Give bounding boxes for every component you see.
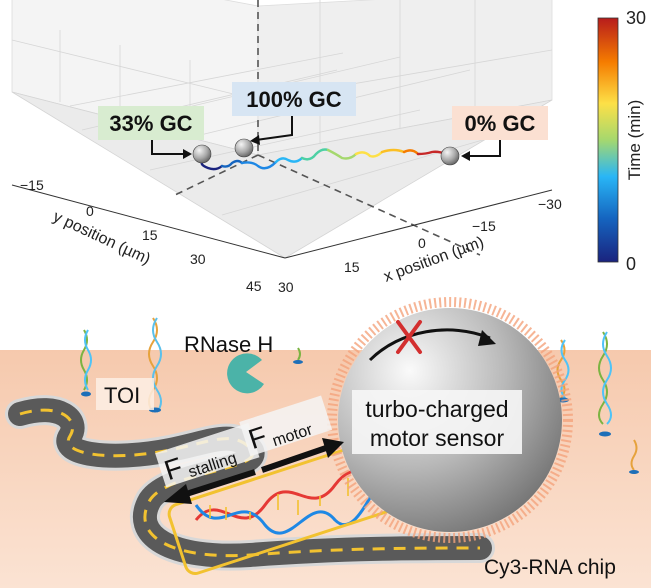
- sensor-label-line2: motor sensor: [370, 425, 505, 451]
- y-tick-1: −15: [20, 177, 44, 193]
- colorbar-min: 0: [626, 254, 636, 274]
- bead-33gc: [192, 144, 212, 164]
- x-tick-4: −15: [472, 218, 496, 234]
- sensor-label-box: [352, 390, 522, 454]
- f-stalling-box: [155, 422, 260, 488]
- y-tick-5: 45: [246, 278, 262, 294]
- rnase-h-icon: [227, 353, 264, 394]
- label-arrows: [151, 116, 501, 157]
- x-ticks: 30 15 0 −15 −30: [278, 196, 562, 295]
- y-tick-4: 30: [190, 251, 206, 267]
- force-arrowhead-motor: [322, 438, 344, 458]
- toi-label-box: [96, 378, 154, 410]
- motor-scene: RNase H TOI turbo-ch: [0, 297, 651, 588]
- y-axis-line: [11, 184, 286, 259]
- arrowheads: [183, 135, 470, 161]
- rotation-arrow: [368, 328, 491, 362]
- f-motor-box: [239, 395, 333, 457]
- rnase-h-label: RNase H: [184, 332, 273, 357]
- x-tick-5: −30: [538, 196, 562, 212]
- sensor-label-line1: turbo-charged: [365, 396, 508, 422]
- x-tick-3: 0: [418, 235, 426, 251]
- force-arrowhead-stalling: [164, 484, 192, 504]
- grid-lines: [11, 0, 553, 216]
- y-tick-3: 15: [142, 227, 158, 243]
- y-ticks: −15 0 15 30 45: [20, 177, 262, 294]
- force-arrow-motor: [261, 445, 327, 473]
- gc0-label: 0% GC: [465, 111, 536, 136]
- bead-100gc: [234, 138, 254, 158]
- gc100-label-box: [232, 82, 356, 116]
- colorbar-max: 30: [626, 8, 646, 28]
- blocked-x-icon: [396, 320, 422, 354]
- road-track: [5, 395, 495, 571]
- rotation-arrowhead: [478, 330, 496, 346]
- bead-0gc: [440, 146, 460, 166]
- gc33-label: 33% GC: [109, 111, 192, 136]
- dashed-line-diagonal: [257, 154, 481, 256]
- chip-label: Cy3-RNA chip: [484, 556, 616, 579]
- x-axis-line: [284, 189, 553, 259]
- force-arrow-stalling: [179, 469, 256, 499]
- y-axis-title: y position (µm): [50, 208, 153, 268]
- gc0-label-box: [452, 106, 548, 140]
- x-tick-2: 15: [344, 259, 360, 275]
- gc100-label: 100% GC: [246, 87, 341, 112]
- x-axis-title: x position (µm): [382, 234, 487, 286]
- rna-strands: [80, 317, 639, 474]
- colorbar-title: Time (min): [625, 100, 644, 181]
- gc33-label-box: [98, 106, 204, 140]
- toi-label: TOI: [104, 383, 140, 408]
- x-tick-1: 30: [278, 279, 294, 295]
- colorbar: [597, 17, 619, 263]
- y-tick-2: 0: [86, 203, 94, 219]
- trajectory-plot: 33% GC 100% GC 0% GC −15 0 15 30 45 y po…: [11, 0, 646, 295]
